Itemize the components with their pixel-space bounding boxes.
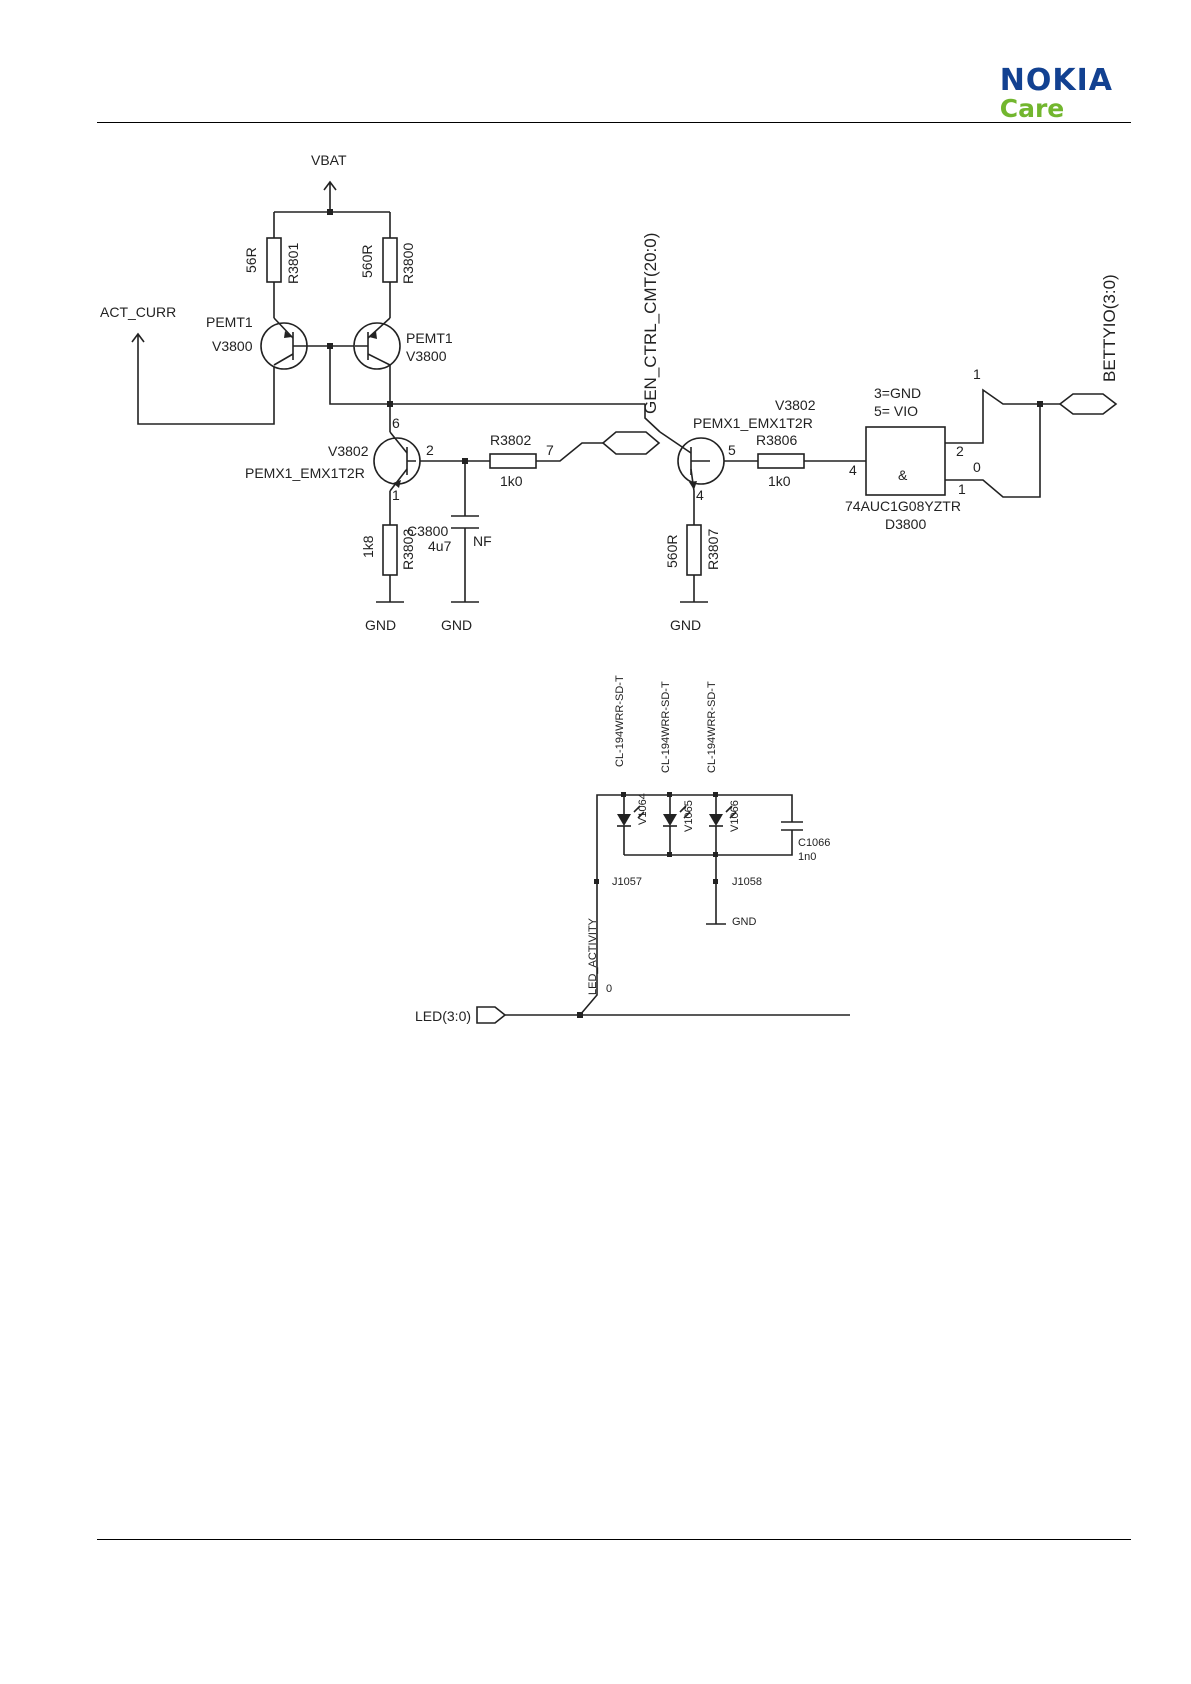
label-c3800-value: 4u7 (428, 538, 452, 554)
label-r3803-ref: R3803 (400, 529, 416, 570)
transistor-v3802-left (373, 431, 421, 492)
label-led1-part: CL-194WRR-SD-T (614, 675, 626, 767)
transistor-v3802-right (659, 431, 725, 492)
label-gnd-4: GND (732, 916, 757, 928)
label-v1066: V1066 (729, 800, 741, 832)
label-v3802b-type: PEMX1_EMX1T2R (693, 415, 813, 431)
label-v1065: V1065 (683, 800, 695, 832)
label-q1-ref: V3800 (212, 338, 253, 354)
label-pin-2: 2 (426, 442, 434, 458)
led-v1066 (709, 805, 737, 827)
label-gen-ctrl-bus: GEN_CTRL_CMT(20:0) (641, 233, 660, 414)
resistor-r3806 (757, 453, 805, 469)
label-r3803-value: 1k8 (360, 535, 376, 558)
components-bottom (476, 792, 803, 1024)
label-d3800-pin-1: 1 (958, 481, 966, 497)
label-r3800-value: 560R (359, 245, 375, 278)
capacitor-c3800 (451, 515, 479, 529)
junction-dots-top (327, 209, 1043, 464)
label-q1-type: PEMT1 (206, 314, 253, 330)
components-top (260, 209, 1118, 603)
resistor-r3802 (489, 453, 537, 469)
label-r3801-value: 56R (243, 247, 259, 273)
logo-sub: Care (999, 94, 1065, 123)
label-d3800-part: 74AUC1G08YZTR (845, 498, 961, 514)
resistor-r3800 (382, 237, 398, 283)
wires-top (131, 180, 1060, 602)
label-gnd-3: GND (670, 617, 701, 633)
label-pin-5: 5 (728, 442, 736, 458)
label-r3807-value: 560R (664, 535, 680, 568)
transistor-v3800-left (260, 317, 308, 370)
label-bus-bit-0: 0 (973, 459, 981, 475)
label-c3800-nf: NF (473, 533, 492, 549)
label-bus-bit-1: 1 (973, 366, 981, 382)
label-r3802-ref: R3802 (490, 432, 531, 448)
label-pin-4: 4 (696, 487, 704, 503)
led-v1064 (617, 805, 645, 827)
label-v3802-type: PEMX1_EMX1T2R (245, 465, 365, 481)
bus-port-gen-ctrl (601, 431, 661, 455)
wires-bottom (505, 794, 850, 1016)
label-c1066-value: 1n0 (798, 851, 816, 863)
label-d3800-and-symbol: & (898, 467, 908, 483)
junction-dots-bottom (577, 792, 718, 1018)
label-gnd-1: GND (365, 617, 396, 633)
label-pin-1: 1 (392, 487, 400, 503)
label-bettyio-bus: BETTYIO(3:0) (1100, 274, 1119, 382)
header-rule (97, 122, 1131, 123)
label-q2-ref: V3800 (406, 348, 447, 364)
logic-gate-d3800 (865, 426, 946, 496)
label-led-activity: LED_ACTIVITY (587, 917, 599, 995)
capacitor-c1066 (781, 821, 803, 831)
logo-brand: NOKIA (999, 63, 1113, 98)
label-r3806-ref: R3806 (756, 432, 797, 448)
label-gnd-2: GND (441, 617, 472, 633)
footer-rule (97, 1539, 1131, 1540)
label-c1066-ref: C1066 (798, 837, 830, 849)
label-pin-7: 7 (546, 442, 554, 458)
label-j1058: J1058 (732, 876, 762, 888)
label-j1057: J1057 (612, 876, 642, 888)
labels-top: VBAT ACT_CURR 56R R3801 560R R3800 PEMT1… (100, 152, 1119, 633)
label-v3802-ref: V3802 (328, 443, 369, 459)
label-pin-6: 6 (392, 415, 400, 431)
label-r3807-ref: R3807 (705, 529, 721, 570)
resistor-r3801 (266, 237, 282, 283)
label-q2-type: PEMT1 (406, 330, 453, 346)
led-v1065 (663, 805, 691, 827)
label-d3800-pin-2: 2 (956, 443, 964, 459)
nokia-care-logo: NOKIA Care (1000, 66, 1113, 122)
label-d3800-pin-4: 4 (849, 462, 857, 478)
resistor-r3807 (686, 524, 702, 576)
label-vbat: VBAT (311, 152, 347, 168)
transistor-v3800-right (353, 317, 401, 370)
bus-port-led (476, 1006, 507, 1024)
label-led3-part: CL-194WRR-SD-T (706, 681, 718, 773)
label-led-bus: LED(3:0) (415, 1008, 471, 1024)
label-v1064: V1064 (637, 793, 649, 825)
label-led2-part: CL-194WRR-SD-T (660, 681, 672, 773)
label-d3800-note-gnd: 3=GND (874, 385, 921, 401)
label-r3806-value: 1k0 (768, 473, 791, 489)
label-d3800-note-vio: 5= VIO (874, 403, 918, 419)
label-c3800-ref: C3800 (407, 523, 448, 539)
bus-port-bettyio (1058, 393, 1118, 415)
label-led-bus-bit-0: 0 (606, 983, 612, 995)
label-r3800-ref: R3800 (400, 243, 416, 284)
resistor-r3803 (382, 524, 398, 576)
label-act-curr: ACT_CURR (100, 304, 176, 320)
label-r3802-value: 1k0 (500, 473, 523, 489)
label-d3800-ref: D3800 (885, 516, 926, 532)
label-v3802b-ref: V3802 (775, 397, 816, 413)
label-r3801-ref: R3801 (285, 243, 301, 284)
labels-bottom: CL-194WRR-SD-T CL-194WRR-SD-T CL-194WRR-… (415, 675, 830, 1024)
